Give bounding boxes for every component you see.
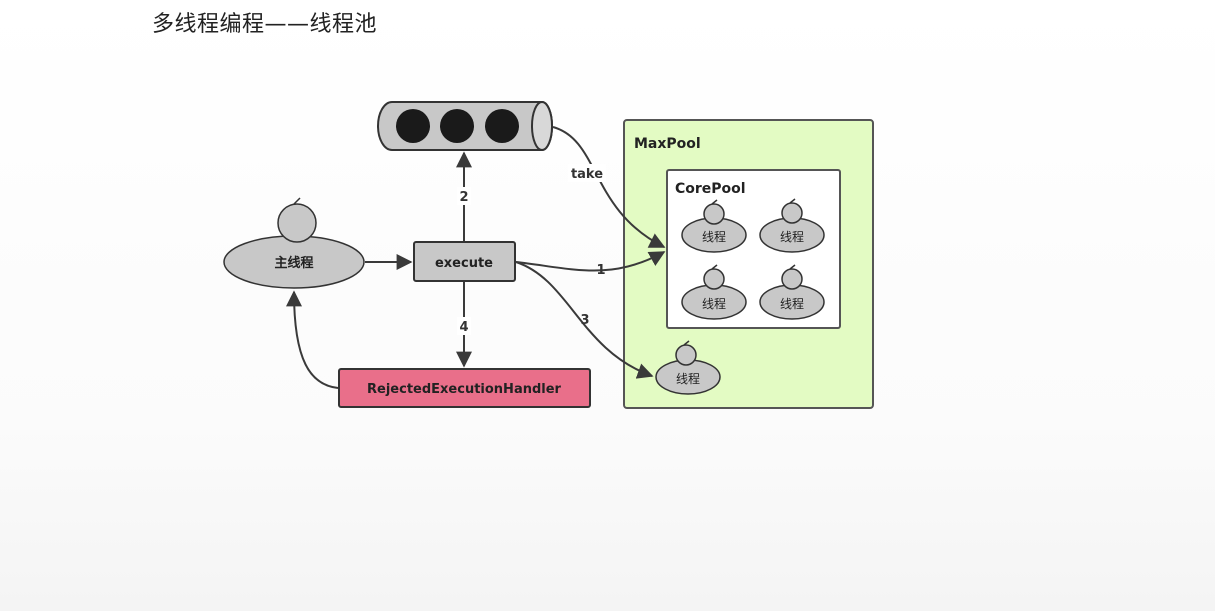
main-thread-label: 主线程 <box>274 255 313 271</box>
thread-label: 线程 <box>780 296 804 311</box>
edge-label-4: 4 <box>459 320 468 335</box>
core-pool-label: CorePool <box>675 181 746 197</box>
rejected-handler-node: RejectedExecutionHandler <box>338 368 591 408</box>
task-queue <box>377 101 553 151</box>
edge-rejected-to-main <box>286 290 339 389</box>
thread-label: 线程 <box>702 229 726 244</box>
core-thread-1: 线程 <box>681 199 747 253</box>
thread-label: 线程 <box>702 296 726 311</box>
execute-node: execute <box>413 241 516 282</box>
queue-task-icon <box>396 109 430 143</box>
rejected-handler-label: RejectedExecutionHandler <box>367 382 562 397</box>
core-thread-2: 线程 <box>759 198 825 253</box>
execute-label: execute <box>435 256 493 271</box>
thread-label: 线程 <box>780 229 804 244</box>
edge-label-take: take <box>571 167 603 182</box>
page-title: 多线程编程——线程池 <box>152 12 378 37</box>
core-thread-4: 线程 <box>759 264 825 320</box>
edge-label-1: 1 <box>596 263 605 278</box>
main-thread-node: 主线程 <box>223 197 365 289</box>
edge-label-3: 3 <box>580 313 589 328</box>
edge-execute-to-corepool <box>515 251 666 272</box>
queue-task-icon <box>485 109 519 143</box>
queue-task-icon <box>440 109 474 143</box>
max-pool-label: MaxPool <box>634 136 701 152</box>
edge-label-2: 2 <box>459 190 468 205</box>
edge-execute-to-maxpool-thread <box>515 261 654 379</box>
thread-label: 线程 <box>676 371 700 386</box>
max-pool-thread: 线程 <box>655 340 721 395</box>
core-thread-3: 线程 <box>681 264 747 320</box>
